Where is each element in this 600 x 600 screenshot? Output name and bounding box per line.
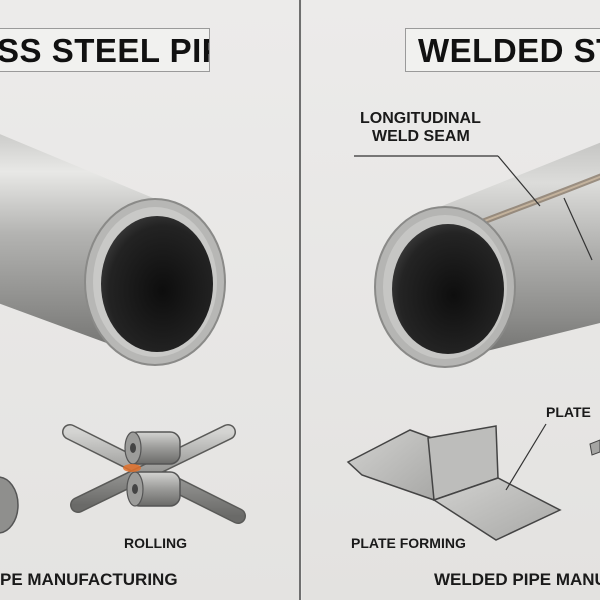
seamless-illustration xyxy=(0,134,246,534)
weld-seam-label-line1: LONGITUDINAL xyxy=(360,110,481,127)
rolling-mill-icon xyxy=(62,424,246,524)
welded-pipe-bore xyxy=(392,224,504,354)
welded-title: WELDED STE xyxy=(405,28,600,72)
weld-seam-label-line2: WELD SEAM xyxy=(372,128,470,145)
plate-forming-icon xyxy=(346,425,562,541)
welded-illustration xyxy=(346,142,600,541)
welded-pipe-panel: WELDED STE LONGITUDINAL WELD SEAM PLATE … xyxy=(302,0,600,600)
seamless-title: SS STEEL PIPE xyxy=(0,28,210,72)
rolling-caption: ROLLING xyxy=(124,535,187,551)
plate-forming-caption: PLATE FORMING xyxy=(351,535,466,551)
seamless-pipe-panel: SS STEEL PIPE ROLLING PE MANUFACTURING xyxy=(0,0,300,600)
seamless-pipe-bore xyxy=(101,216,213,352)
seamless-footer: PE MANUFACTURING xyxy=(0,570,178,589)
heat-glow xyxy=(123,464,141,472)
welded-footer: WELDED PIPE MANU xyxy=(434,570,600,589)
panel-divider xyxy=(299,0,301,600)
plate-label: PLATE xyxy=(546,404,591,420)
billet-end xyxy=(0,476,19,534)
weld-seam-label: LONGITUDINAL WELD SEAM xyxy=(360,110,481,146)
